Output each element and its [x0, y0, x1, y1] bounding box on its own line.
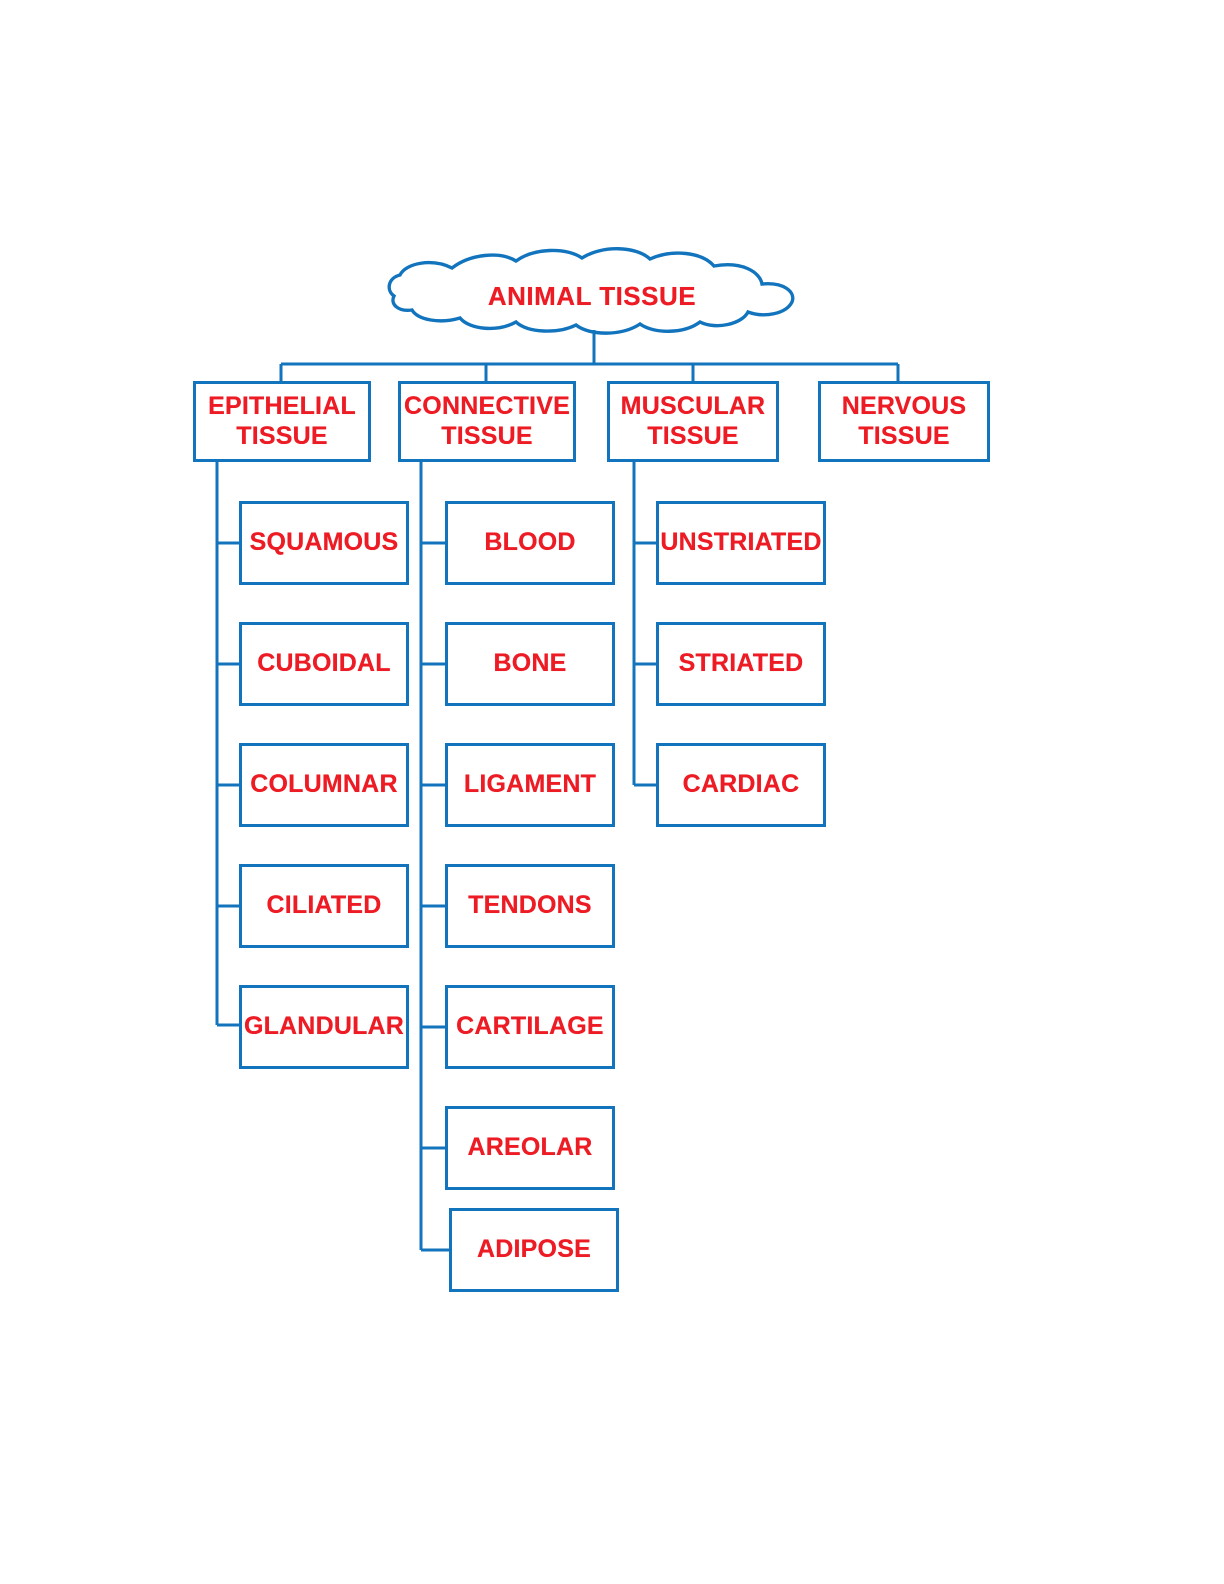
- subtype-box-cardiac[interactable]: CARDIAC: [656, 743, 826, 827]
- subtype-box-columnar[interactable]: COLUMNAR: [239, 743, 409, 827]
- subtype-box-blood[interactable]: BLOOD: [445, 501, 615, 585]
- root-node[interactable]: ANIMAL TISSUE: [386, 250, 798, 342]
- subtype-label-ciliated: CILIATED: [266, 891, 382, 920]
- subtype-label-cuboidal: CUBOIDAL: [257, 649, 391, 678]
- subtype-label-cartilage: CARTILAGE: [456, 1012, 604, 1041]
- subtype-label-glandular: GLANDULAR: [243, 1012, 405, 1041]
- subtype-label-bone: BONE: [493, 649, 567, 678]
- subtype-label-tendons: TENDONS: [468, 891, 592, 920]
- cloud-shape: [387, 247, 795, 335]
- subtype-label-columnar: COLUMNAR: [250, 770, 398, 799]
- subtype-box-adipose[interactable]: ADIPOSE: [449, 1208, 619, 1292]
- subtype-box-bone[interactable]: BONE: [445, 622, 615, 706]
- subtype-box-cartilage[interactable]: CARTILAGE: [445, 985, 615, 1069]
- subtype-box-ligament[interactable]: LIGAMENT: [445, 743, 615, 827]
- subtype-label-cardiac: CARDIAC: [682, 770, 800, 799]
- subtype-box-areolar[interactable]: AREOLAR: [445, 1106, 615, 1190]
- root-label: ANIMAL TISSUE: [487, 280, 697, 311]
- subtype-box-striated[interactable]: STRIATED: [656, 622, 826, 706]
- category-label-epithelial: EPITHELIAL TISSUE: [208, 392, 356, 450]
- category-box-connective[interactable]: CONNECTIVE TISSUE: [398, 381, 576, 462]
- subtype-label-adipose: ADIPOSE: [477, 1235, 591, 1264]
- category-box-muscular[interactable]: MUSCULAR TISSUE: [607, 381, 779, 462]
- subtype-box-ciliated[interactable]: CILIATED: [239, 864, 409, 948]
- category-box-nervous[interactable]: NERVOUS TISSUE: [818, 381, 990, 462]
- subtype-box-squamous[interactable]: SQUAMOUS: [239, 501, 409, 585]
- subtype-label-blood: BLOOD: [484, 528, 576, 557]
- subtype-box-unstriated[interactable]: UNSTRIATED: [656, 501, 826, 585]
- subtype-label-unstriated: UNSTRIATED: [660, 528, 822, 557]
- subtype-label-areolar: AREOLAR: [467, 1133, 593, 1162]
- subtype-box-cuboidal[interactable]: CUBOIDAL: [239, 622, 409, 706]
- subtype-box-tendons[interactable]: TENDONS: [445, 864, 615, 948]
- subtype-box-glandular[interactable]: GLANDULAR: [239, 985, 409, 1069]
- subtype-label-striated: STRIATED: [678, 649, 804, 678]
- category-label-connective: CONNECTIVE TISSUE: [404, 392, 570, 450]
- subtype-label-squamous: SQUAMOUS: [249, 528, 399, 557]
- category-label-nervous: NERVOUS TISSUE: [841, 392, 967, 450]
- category-label-muscular: MUSCULAR TISSUE: [620, 392, 766, 450]
- subtype-label-ligament: LIGAMENT: [463, 770, 597, 799]
- category-box-epithelial[interactable]: EPITHELIAL TISSUE: [193, 381, 371, 462]
